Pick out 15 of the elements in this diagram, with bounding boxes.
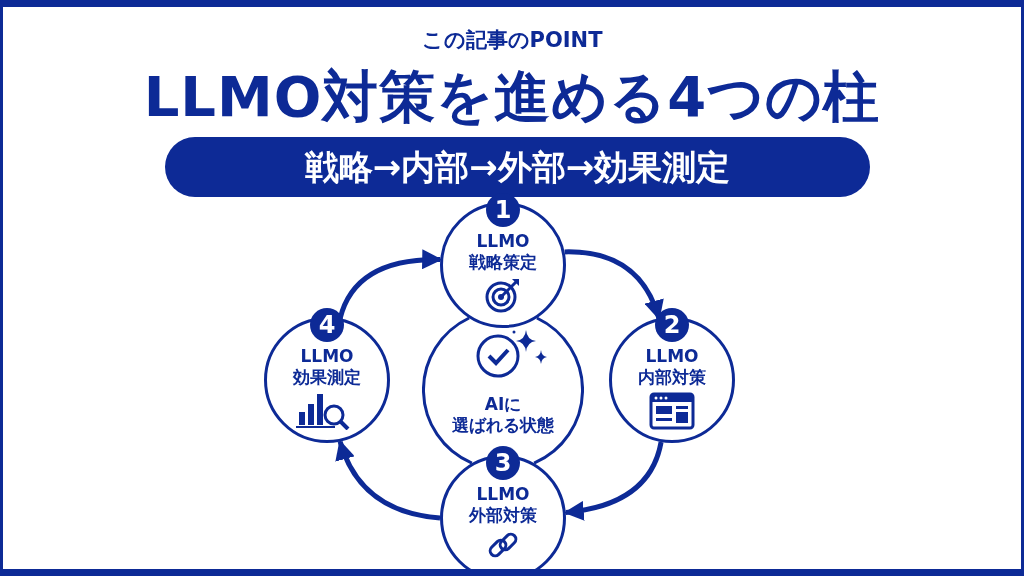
step-label: LLMO 戦略策定 [468, 231, 538, 273]
step-label: LLMO 効果測定 [292, 346, 362, 388]
cycle-arrow [563, 441, 664, 521]
number-badge: 4 [310, 308, 344, 342]
center-text: 選ばれる状態 [451, 415, 555, 436]
title: LLMO対策を進める4つの柱 [142, 63, 882, 131]
cycle-arrow [336, 439, 441, 521]
number-badge: 3 [486, 446, 520, 480]
step-label: LLMO 内部対策 [637, 346, 707, 388]
number-badge: 2 [655, 308, 689, 342]
step-label: LLMO 外部対策 [468, 484, 538, 526]
subtitle: この記事のPOINT [420, 27, 604, 54]
center-text: AIに [483, 394, 523, 415]
cycle-arrow [337, 249, 443, 320]
banner-pill: 戦略→内部→外部→効果測定 [165, 137, 870, 197]
